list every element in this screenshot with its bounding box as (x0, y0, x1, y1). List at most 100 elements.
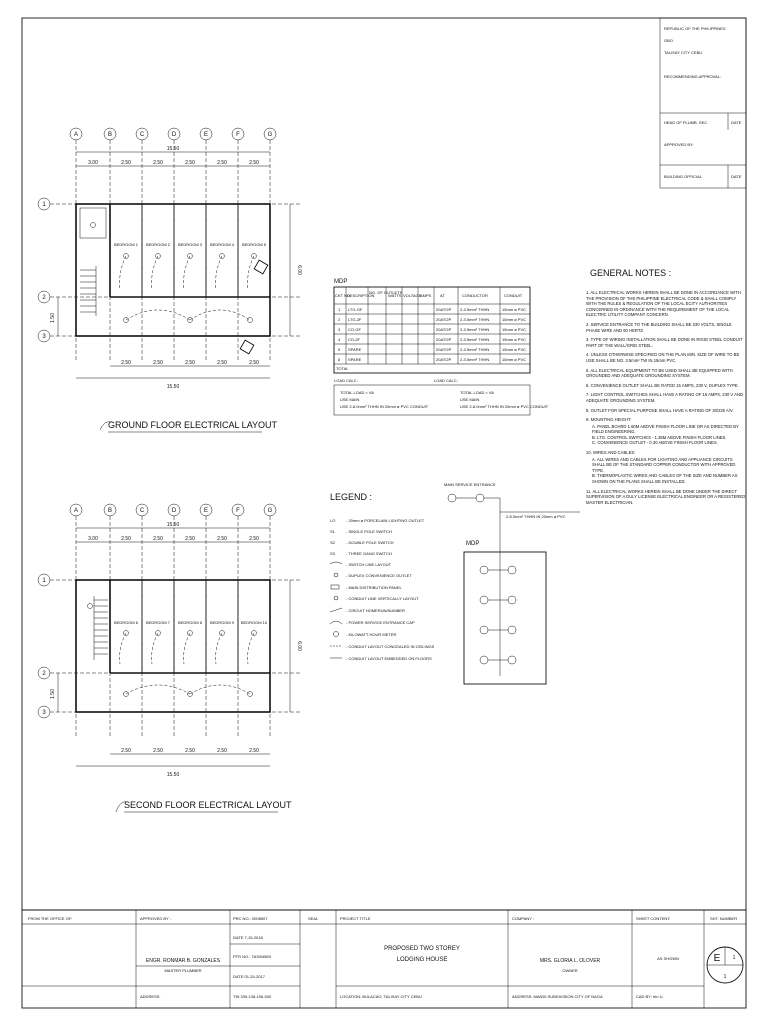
ground-overall-dim: 15.50 (167, 146, 180, 152)
sheet-total: 1 (724, 974, 727, 980)
svg-text:LO: LO (330, 518, 335, 523)
svg-text:E: E (204, 508, 208, 514)
svg-text:15mm ø PVC: 15mm ø PVC (502, 347, 526, 352)
note-item: 10. WIRES AND CABLES: (586, 450, 636, 456)
svg-text:1.50: 1.50 (50, 313, 56, 323)
note-item: C. CONVENIENCE OUTLET - 0.30 ABOVE FINIS… (592, 440, 718, 446)
svg-text:AMPS: AMPS (420, 293, 432, 298)
scale-value: AS SHOWN (657, 956, 679, 961)
svg-text:D: D (172, 508, 177, 514)
note-item: 4. UNLESS OTHERWISE SPECIFIED ON THE PLA… (586, 352, 740, 363)
svg-text:2.50: 2.50 (217, 160, 227, 166)
svg-text:TOTAL: TOTAL (336, 366, 349, 371)
room-label: BEDROOM 7 (146, 620, 171, 625)
authority-box: REPUBLIC OF THE PHILIPPINES OBO TALISAY … (659, 17, 747, 189)
svg-text:3.00: 3.00 (88, 536, 98, 542)
svg-text:2.50: 2.50 (121, 748, 131, 754)
recommending-label: RECOMMENDING APPROVAL: (664, 74, 721, 79)
seal-label: SEAL (308, 916, 319, 921)
legend-title: LEGEND : (330, 492, 372, 502)
svg-text:WATTS: WATTS (388, 293, 402, 298)
svg-text:E: E (204, 132, 208, 138)
date-label-1: DATE (731, 120, 742, 125)
svg-text:2.50: 2.50 (153, 748, 163, 754)
ground-grid-rows: 1 2 3 (37, 197, 51, 343)
note-item: A. PANEL BOARD 1.50M ABOVE FINISH FLOOR … (592, 423, 739, 435)
svg-text:3.00: 3.00 (88, 160, 98, 166)
legend-items: LO- 20mm ø PORCELAIN LIGHTING OUTLET S1-… (329, 518, 435, 661)
tin-no: TIN 339-138-106-000 (233, 994, 272, 999)
sheet-content-label: SHEET CONTENT: (636, 916, 670, 921)
sheet-no: 1 (733, 955, 736, 961)
svg-text:- SWITCH LINE LAYOUT: - SWITCH LINE LAYOUT (346, 562, 392, 567)
svg-text:TOTAL LOAD = VA: TOTAL LOAD = VA (460, 390, 494, 395)
svg-text:20AT/2P: 20AT/2P (436, 347, 452, 352)
svg-text:6: 6 (338, 357, 341, 362)
ground-grid-columns: A B C D E F G (69, 127, 277, 141)
svg-text:15mm ø PVC: 15mm ø PVC (502, 337, 526, 342)
sheet-letter: E (714, 953, 721, 964)
owner-address: ADDRESS: MANDI SUBDIVISION CITY OF NAGA (512, 994, 603, 999)
svg-text:15.50: 15.50 (167, 384, 180, 390)
approved-by-tb: APPROVED BY : (140, 916, 171, 921)
building-official-label: BUILDING OFFICIAL (664, 174, 703, 179)
svg-text:20AT/2P: 20AT/2P (436, 327, 452, 332)
ground-panel-symbol (253, 259, 269, 275)
second-floor-title: SECOND FLOOR ELECTRICAL LAYOUT (124, 800, 292, 810)
svg-text:6.00: 6.00 (296, 265, 302, 275)
svg-text:2-3.5mm² THHN: 2-3.5mm² THHN (460, 337, 489, 342)
approved-by-label: APPROVED BY: (664, 142, 694, 147)
svg-text:F: F (236, 508, 240, 514)
svg-text:DESCRIPTION: DESCRIPTION (347, 293, 374, 298)
svg-text:CO-GF: CO-GF (348, 327, 361, 332)
svg-text:15mm ø PVC: 15mm ø PVC (502, 357, 526, 362)
room-label: BEDROOM 9 (210, 620, 235, 625)
svg-text:F: F (236, 132, 240, 138)
svg-text:2-3.5mm² THHN: 2-3.5mm² THHN (460, 327, 489, 332)
svg-text:LOAD CALC:: LOAD CALC: (434, 378, 458, 383)
svg-text:- CONDUIT LAYOUT EMBEDDED ON F: - CONDUIT LAYOUT EMBEDDED ON FLOORS (346, 656, 432, 661)
engineer-role: MASTER PLUMBER (164, 968, 201, 973)
svg-text:2.50: 2.50 (153, 536, 163, 542)
note-item: 5. ALL ELECTRICAL EQUIPMENT TO BE USED S… (586, 367, 733, 379)
svg-text:A: A (74, 508, 78, 514)
ptr-no: PTR NO.: 7A30I4569 (233, 954, 272, 959)
svg-text:- CONDUIT LINE VERTICALLY LAYO: - CONDUIT LINE VERTICALLY LAYOUT (346, 596, 419, 601)
svg-text:5: 5 (338, 347, 341, 352)
svg-text:- 20mm ø PORCELAIN LIGHTING OU: - 20mm ø PORCELAIN LIGHTING OUTLET (346, 518, 425, 523)
svg-text:B: B (108, 132, 112, 138)
general-notes: GENERAL NOTES : 1. ALL ELECTRICAL WORKS … (586, 268, 746, 505)
note-item: 11. ALL ELECTRICAL WORKS HEREIN SHALL BE… (586, 488, 746, 505)
svg-text:2-3.5mm² THHN: 2-3.5mm² THHN (460, 357, 489, 362)
svg-text:USE MAIN: USE MAIN (340, 397, 359, 402)
room-label: BEDROOM 10 (241, 620, 268, 625)
svg-text:B: B (108, 508, 112, 514)
svg-text:20AT/2P: 20AT/2P (436, 317, 452, 322)
svg-text:2.50: 2.50 (217, 360, 227, 366)
svg-text:G: G (268, 132, 273, 138)
svg-text:2.50: 2.50 (217, 748, 227, 754)
second-floor-plan: A B C D E F G 1 2 3 (37, 503, 302, 813)
note-item: 7. LIGHT CONTROL SWITCHES SHALL HAVE A R… (586, 392, 743, 403)
svg-text:2.50: 2.50 (185, 360, 195, 366)
mdp-label: MDP (466, 541, 479, 547)
svg-text:2-8.0mm² THHN IN 20mm ø PVC: 2-8.0mm² THHN IN 20mm ø PVC (506, 514, 566, 519)
svg-text:LTG-2F: LTG-2F (348, 317, 362, 322)
engineer-name: ENGR. RONMAR B. GONZALES (146, 958, 221, 964)
svg-text:2.50: 2.50 (249, 748, 259, 754)
note-item: 9. MOUNTING HEIGHT: (586, 417, 632, 423)
svg-text:S3: S3 (330, 551, 336, 556)
owner-name: MRS. GLORIA L. OLOVER (540, 958, 601, 964)
schedule-rows: 1 LTG-GF 20AT/2P 2-3.5mm² THHN 15mm ø PVC 2… (338, 307, 526, 362)
svg-text:TOTAL LOAD = VA: TOTAL LOAD = VA (340, 390, 374, 395)
svg-text:1: 1 (338, 307, 341, 312)
svg-text:- SINGLE POLE SWITCH: - SINGLE POLE SWITCH (346, 529, 392, 534)
room-label: BEDROOM 8 (178, 620, 203, 625)
owner-role: OWNER (562, 968, 577, 973)
svg-text:2-3.5mm² THHN: 2-3.5mm² THHN (460, 317, 489, 322)
svg-text:LTG-GF: LTG-GF (348, 307, 363, 312)
svg-text:D: D (172, 132, 177, 138)
project-line1: PROPOSED TWO STOREY (384, 946, 460, 952)
cad-by: CAD BY: Irin U. (636, 994, 664, 999)
